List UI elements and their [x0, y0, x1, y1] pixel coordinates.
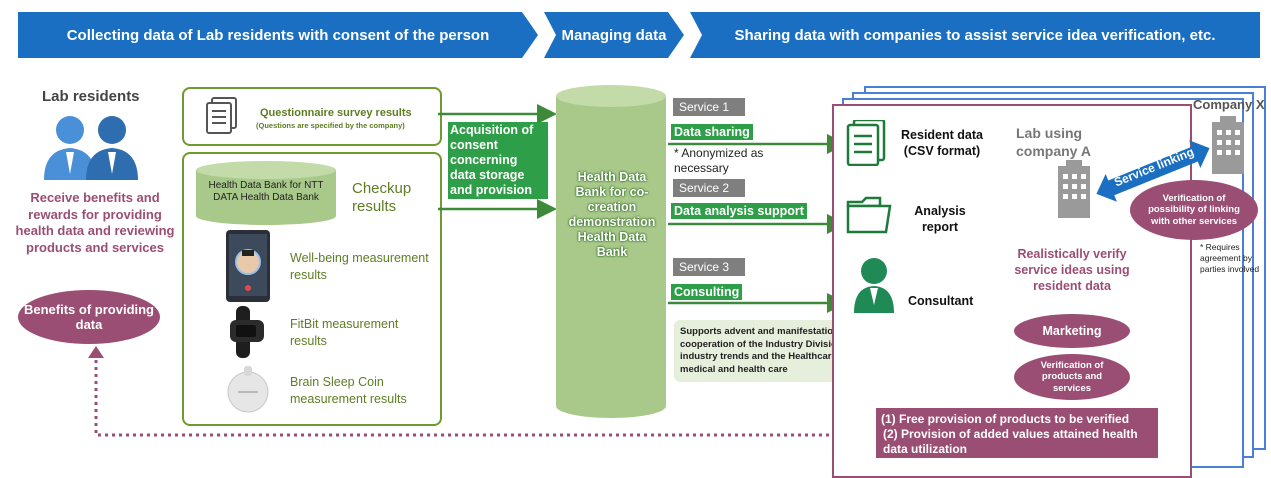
fitbit-label: FitBit measurement results — [290, 317, 399, 348]
questionnaire-title: Questionnaire survey results — [260, 107, 412, 119]
consultant-icon — [854, 258, 894, 313]
company-x-title: Company X — [1193, 97, 1265, 112]
fitbit-icon — [230, 306, 264, 358]
header-sharing: Sharing data with companies to assist se… — [690, 12, 1260, 58]
lab-residents-description: Receive benefits and rewards for providi… — [15, 190, 175, 255]
service1-note: * Anonymized as necessary — [674, 146, 764, 175]
service2-tag: Service 2 — [673, 179, 745, 197]
service1-title: Data sharing — [671, 124, 753, 140]
company-a-title: Lab using company A — [1016, 125, 1091, 159]
marketing-ellipse: Marketing — [1014, 314, 1130, 348]
resident-data-label: Resident data (CSV format) — [901, 128, 983, 158]
service1-tag: Service 1 — [673, 98, 745, 116]
service2-title: Data analysis support — [671, 203, 807, 219]
company-x-building-icon — [1212, 116, 1244, 174]
benefits-return-line — [88, 346, 878, 437]
service-linking-arrow — [1096, 140, 1210, 202]
data-bank-cylinder — [556, 85, 666, 418]
acquisition-label: Acquisition of consent concerning data s… — [448, 122, 548, 199]
resident-data-icon — [846, 120, 886, 166]
header-collecting: Collecting data of Lab residents with co… — [18, 12, 538, 58]
analysis-report-label: Analysis report — [914, 204, 966, 234]
health-data-bank-drum — [196, 161, 336, 225]
company-a-building-icon — [1058, 160, 1090, 218]
checkup-title: Checkup results — [352, 180, 412, 215]
verification-ellipse: Verification of products and services — [1014, 354, 1130, 400]
lab-residents-title: Lab residents — [42, 88, 140, 105]
company-a-description: Realistically verify service ideas using… — [1014, 247, 1130, 293]
wellbeing-label: Well-being measurement results — [290, 251, 429, 282]
questionnaire-box: Questionnaire survey results (Questions … — [182, 87, 442, 146]
provision-1: (1) Free provision of products to be ver… — [881, 412, 1130, 426]
benefits-ellipse: Benefits of providing data — [18, 290, 160, 344]
consultant-label: Consultant — [908, 294, 974, 308]
provisions-box: (1) Free provision of products to be ver… — [876, 408, 1158, 458]
service3-tag: Service 3 — [673, 258, 745, 276]
residents-icon — [44, 116, 138, 180]
checkup-box: Health Data Bank for NTT DATA Health Dat… — [182, 152, 442, 426]
service3-title: Consulting — [671, 284, 743, 300]
health-data-bank-label: Health Data Bank for NTT DATA Health Dat… — [208, 180, 324, 203]
company-x-note: * Requires agreement by parties involved — [1200, 242, 1260, 274]
sleep-coin-icon — [227, 366, 269, 413]
smartphone-icon — [226, 230, 270, 302]
data-bank-label: Health Data Bank for co-creation demonst… — [568, 170, 656, 259]
document-icon — [206, 97, 237, 134]
folder-icon — [846, 196, 892, 234]
header-managing: Managing data — [544, 12, 684, 58]
questionnaire-note: (Questions are specified by the company) — [256, 121, 405, 130]
sleep-coin-label: Brain Sleep Coin measurement results — [290, 375, 407, 406]
verification-linking-ellipse: Verification of possibility of linking w… — [1130, 180, 1258, 240]
arrows-layer — [438, 104, 847, 313]
provision-2: (2) Provision of added values attained h… — [883, 427, 1138, 456]
